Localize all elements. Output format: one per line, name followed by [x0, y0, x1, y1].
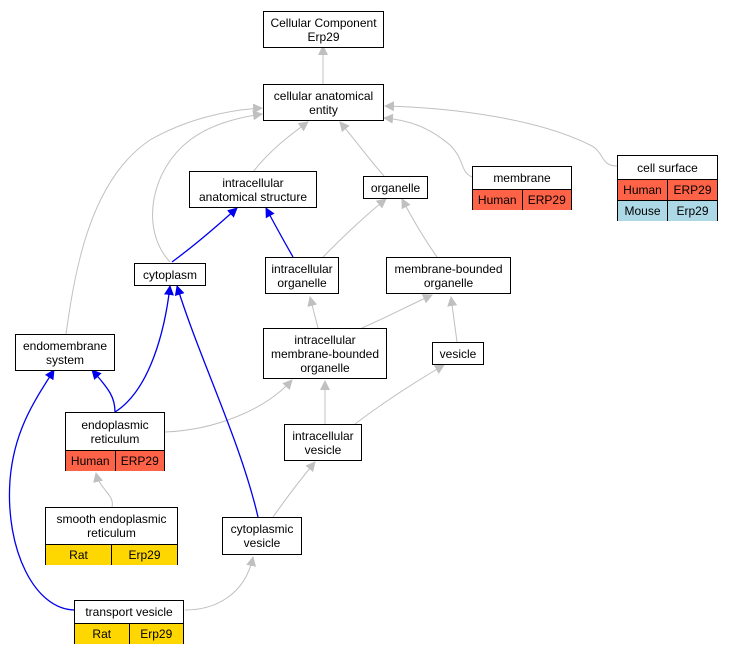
edge-cellsurface-to-cae	[384, 101, 618, 167]
node-intracellular-organelle[interactable]: intracellular organelle	[265, 257, 339, 294]
node-label: reticulum	[90, 431, 140, 446]
node-label: cell surface	[637, 160, 698, 175]
species-gene-row: Human ERP29	[618, 180, 717, 200]
node-label: cytoplasm	[142, 267, 198, 282]
node-label: organelle	[277, 275, 327, 290]
node-label: entity	[309, 102, 338, 117]
node-endoplasmic-reticulum[interactable]: endoplasmic reticulum Human ERP29	[65, 412, 165, 471]
node-label: vesicle	[439, 346, 477, 361]
species-gene-row: Human ERP29	[473, 189, 571, 210]
node-organelle[interactable]: organelle	[363, 176, 428, 199]
node-label: smooth endoplasmic	[56, 512, 167, 526]
edge-io-to-ias	[265, 207, 294, 258]
edge-iv-to-vesicle	[354, 364, 445, 425]
node-membrane-bounded-organelle[interactable]: membrane-bounded organelle	[386, 257, 511, 294]
node-label: system	[45, 352, 84, 367]
node-cytoplasm[interactable]: cytoplasm	[134, 263, 206, 286]
node-label: vesicle	[243, 536, 281, 550]
node-label: cytoplasmic	[230, 522, 294, 536]
node-label: anatomical structure	[198, 189, 308, 204]
node-label: organelle	[300, 360, 350, 375]
node-transport-vesicle[interactable]: transport vesicle Rat Erp29	[74, 600, 184, 644]
edge-vesicle-to-mbo	[447, 296, 458, 343]
species-gene-row: Rat Erp29	[46, 544, 177, 565]
edge-ias-to-cae	[252, 121, 309, 173]
node-vesicle[interactable]: vesicle	[432, 342, 484, 365]
species-tag-human: Human	[473, 190, 522, 210]
species-gene-row: Mouse Erp29	[618, 200, 717, 221]
edge-organelle-to-cae	[339, 121, 385, 177]
edge-cytoplasm-to-ias	[171, 207, 238, 263]
node-label: reticulum	[87, 526, 136, 540]
node-label: cellular anatomical	[273, 88, 374, 103]
edge-er-to-cytoplasm	[114, 285, 174, 413]
node-label: membrane	[493, 171, 551, 185]
node-label: membrane-bounded	[394, 261, 503, 276]
node-label: intracellular	[271, 261, 333, 276]
edge-mbo-to-organelle	[401, 198, 438, 258]
species-tag-rat: Rat	[75, 624, 129, 644]
gene-tag: ERP29	[114, 451, 164, 471]
edge-membrane-to-cae	[383, 113, 473, 178]
gene-tag: Erp29	[128, 624, 183, 644]
node-smooth-endoplasmic-reticulum[interactable]: smooth endoplasmic reticulum Rat Erp29	[45, 507, 178, 565]
node-label: endomembrane	[22, 338, 108, 353]
species-tag-mouse: Mouse	[618, 201, 667, 221]
node-cellular-component[interactable]: Cellular Component Erp29	[263, 11, 384, 48]
node-cytoplasmic-vesicle[interactable]: cytoplasmic vesicle	[222, 517, 302, 555]
edge-io-to-organelle	[322, 198, 387, 258]
node-intracellular-vesicle[interactable]: intracellular vesicle	[284, 424, 362, 461]
gene-tag: Erp29	[667, 201, 717, 221]
node-label: membrane-bounded	[270, 346, 380, 361]
node-label: intracellular	[222, 175, 284, 190]
edge-tv-to-cv	[184, 556, 257, 611]
edge-cytoplasm-to-cae	[152, 110, 263, 263]
species-gene-row: Rat Erp29	[75, 623, 183, 644]
node-label: transport vesicle	[85, 605, 173, 619]
edge-er-to-endosys	[91, 369, 116, 413]
edge-er-to-imbo	[164, 379, 293, 433]
species-tag-rat: Rat	[46, 545, 111, 565]
node-label: intracellular	[292, 428, 354, 443]
gene-tag: Erp29	[111, 545, 177, 565]
gene-tag: ERP29	[667, 180, 717, 200]
node-label: endoplasmic	[81, 417, 149, 432]
node-membrane[interactable]: membrane Human ERP29	[472, 166, 572, 210]
edge-ser-to-er	[93, 472, 113, 508]
node-intracellular-anatomical-structure[interactable]: intracellular anatomical structure	[189, 171, 317, 208]
edge-endosys-to-cae	[65, 103, 263, 335]
node-label: organelle	[370, 180, 421, 195]
edge-cv-to-iv	[272, 461, 316, 518]
node-label: vesicle	[304, 442, 342, 457]
gene-tag: ERP29	[521, 190, 571, 210]
node-label: intracellular	[294, 332, 356, 347]
node-cell-surface[interactable]: cell surface Human ERP29 Mouse Erp29	[617, 155, 718, 221]
edge-tv-to-endosys	[8, 369, 76, 611]
species-tag-human: Human	[618, 180, 667, 200]
node-label: Erp29	[307, 29, 340, 44]
species-gene-row: Human ERP29	[66, 450, 164, 471]
species-tag-human: Human	[66, 451, 115, 471]
edge-imbo-to-mbo	[361, 294, 433, 329]
edge-imbo-to-io	[307, 296, 319, 329]
node-endomembrane-system[interactable]: endomembrane system	[15, 334, 115, 371]
node-label: organelle	[423, 275, 474, 290]
edge-cv-to-cytoplasm	[174, 285, 259, 518]
node-label: Cellular Component	[270, 15, 377, 30]
node-cellular-anatomical-entity[interactable]: cellular anatomical entity	[263, 84, 384, 121]
node-intracellular-membrane-bounded-organelle[interactable]: intracellular membrane-bounded organelle	[263, 328, 387, 379]
